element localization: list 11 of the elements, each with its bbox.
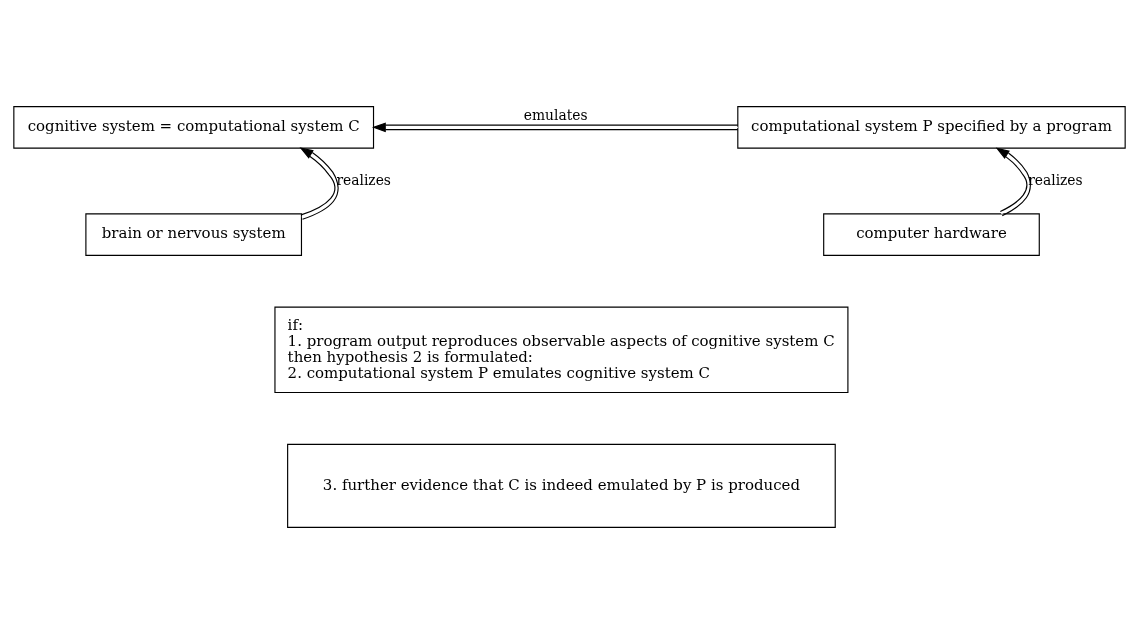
node-box: 3. further evidence that C is indeed emulated by P is produced [287,443,836,528]
node-box: brain or nervous system [85,213,303,256]
node-box: computational system P specified by a program [737,106,1126,149]
node-box: if: 1. program output reproduces observable aspects of cognitive system C then hypothesis 2 is formulated: 2. computational system P emulates cognitive system C [274,306,849,394]
node-box: computer hardware [823,213,1040,256]
edge-label: realizes [336,171,391,188]
node-box: cognitive system = computational system C [13,106,375,149]
arrow [371,122,739,133]
edge-label: emulates [523,106,588,123]
arrow [995,147,1031,217]
arrow [299,147,339,220]
